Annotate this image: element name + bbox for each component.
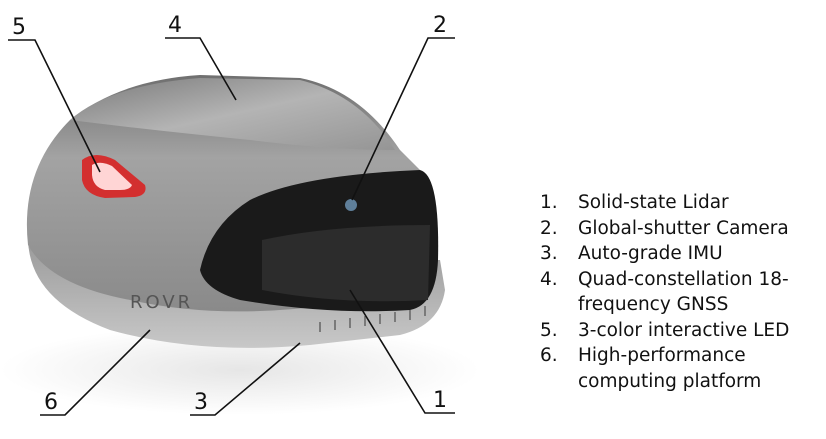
callout-4: 4 [168,13,182,38]
callout-1: 1 [433,388,447,413]
callout-3: 3 [194,390,208,415]
legend-item: 4.Quad-constellation 18-frequency GNSS [540,268,789,316]
lidar-lens [262,225,430,302]
callout-6: 6 [44,390,58,415]
callout-5: 5 [12,15,26,40]
legend-item: 3.Auto-grade IMU [540,243,723,264]
callout-2: 2 [433,13,447,38]
callout-lines [8,37,455,416]
legend-item: 6.High-performance computing platform [540,345,762,392]
feature-legend: 1.Solid-state Lidar 2.Global-shutter Cam… [540,190,826,394]
legend-item: 2.Global-shutter Camera [540,217,789,239]
legend-item: 5.3-color interactive LED [540,319,790,341]
camera-lens [345,199,357,211]
legend-item: 1.Solid-state Lidar [540,192,729,213]
gnss-dome [70,78,395,150]
vent-slots [319,306,426,332]
floor-reflection [0,325,480,415]
brand-logo: ROVR [130,292,193,313]
